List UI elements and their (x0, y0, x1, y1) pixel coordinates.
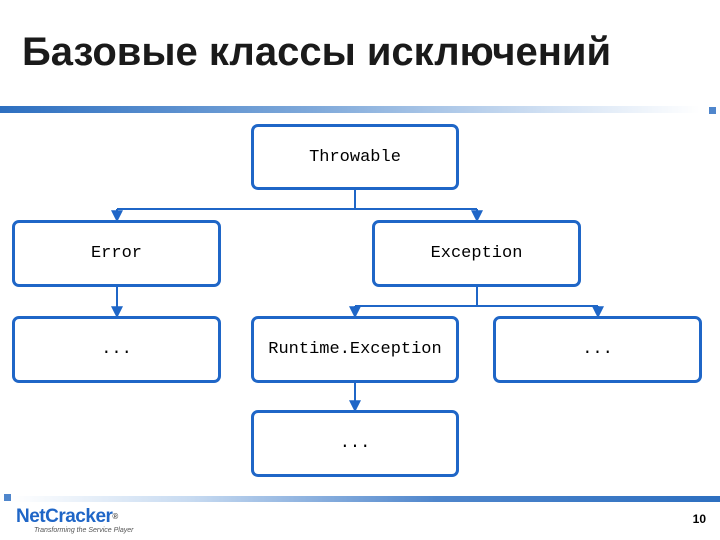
node-throwable: Throwable (251, 124, 459, 190)
node-error-children: ... (12, 316, 221, 383)
node-error: Error (12, 220, 221, 287)
netcracker-logo: NetCracker® Transforming the Service Pla… (16, 507, 133, 535)
decor-square (709, 107, 716, 114)
page-number: 10 (692, 512, 706, 526)
footer-divider (12, 496, 720, 502)
node-runtime-exception: Runtime.Exception (251, 316, 459, 383)
logo-prefix: Net (16, 506, 46, 527)
header-divider (0, 106, 700, 113)
decor-square (4, 494, 11, 501)
node-runtime-children: ... (251, 410, 459, 477)
logo-mark: ® (112, 512, 118, 521)
logo-suffix: Cracker (45, 506, 113, 527)
node-exception: Exception (372, 220, 581, 287)
node-exception-children: ... (493, 316, 702, 383)
slide-title: Базовые классы исключений (22, 30, 612, 74)
logo-tagline: Transforming the Service Player (34, 527, 134, 534)
